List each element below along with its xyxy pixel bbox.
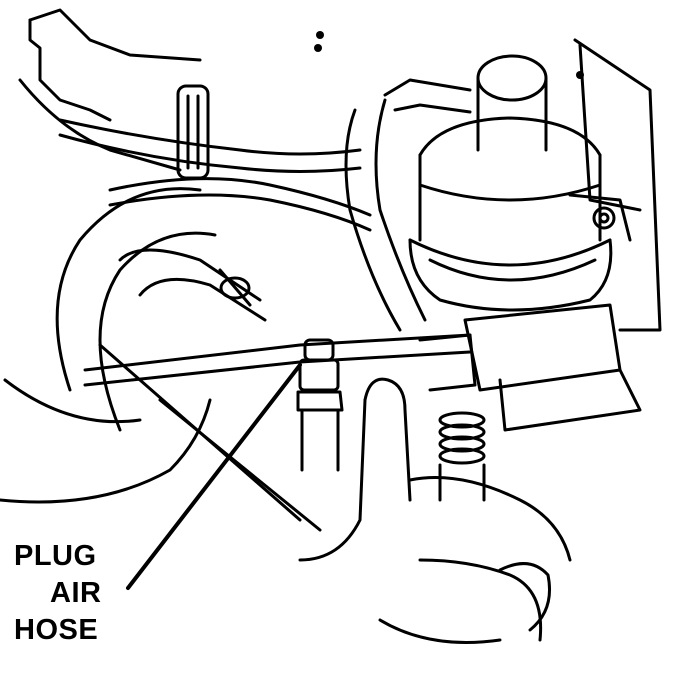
plug-fitting xyxy=(296,338,344,472)
fuel-lines xyxy=(98,248,322,532)
callout-hose-label: HOSE xyxy=(14,614,99,646)
rivet-dots xyxy=(314,31,584,79)
body-panel xyxy=(0,8,212,504)
leader-line xyxy=(126,363,302,590)
large-hose xyxy=(55,187,217,432)
callout-air-label: AIR xyxy=(50,577,102,609)
callout-plug-label: PLUG xyxy=(14,540,97,572)
harness-clip xyxy=(176,84,210,180)
filter-bracket xyxy=(568,38,662,332)
air-hose-pipe xyxy=(83,333,472,387)
corrugated-hose xyxy=(438,411,486,502)
valve-body xyxy=(418,303,642,432)
hand[interactable] xyxy=(298,377,572,644)
fuel-filter-canister xyxy=(408,54,613,312)
filter-inlet-hose xyxy=(344,78,472,332)
line-fitting xyxy=(218,268,252,307)
wiring-harness xyxy=(58,118,372,232)
